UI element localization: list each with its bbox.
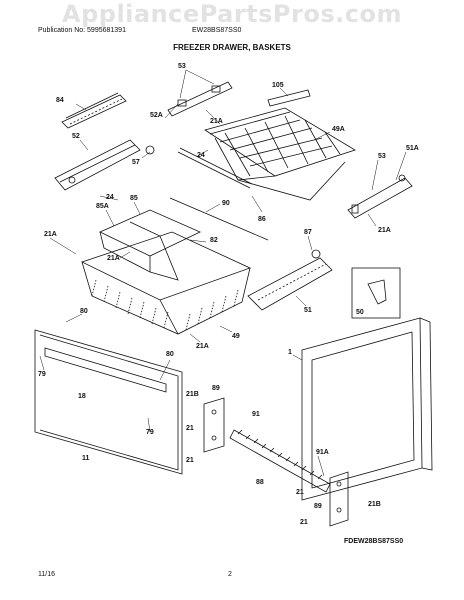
label-21a-top: 21A [210, 118, 223, 125]
part-bar-105 [267, 89, 311, 107]
label-21-upper: 21 [186, 425, 194, 432]
label-91a: 91A [316, 449, 329, 456]
label-24-upper: 24 [197, 152, 205, 159]
part-rod-90 [169, 197, 269, 241]
label-57: 57 [132, 159, 140, 166]
label-79-left: 79 [38, 371, 46, 378]
footer-date: 11/16 [38, 571, 55, 578]
label-87: 87 [304, 229, 312, 236]
label-51a: 51A [406, 145, 419, 152]
label-21-bottom: 21 [300, 519, 308, 526]
page-title: FREEZER DRAWER, BASKETS [173, 43, 291, 52]
label-21a-bottom: 21A [196, 343, 209, 350]
part-box-50 [351, 267, 401, 319]
part-main-basket-49 [80, 231, 252, 335]
page-number: 2 [228, 571, 232, 578]
label-89-lower: 89 [314, 503, 322, 510]
label-21-lower: 21 [296, 489, 304, 496]
label-11: 11 [82, 455, 90, 462]
label-105: 105 [272, 82, 284, 89]
label-53-right: 53 [378, 153, 386, 160]
label-21a-right: 21A [378, 227, 391, 234]
label-51: 51 [304, 307, 312, 314]
publication-number: Publication No: 5995681391 [38, 27, 126, 34]
label-52a: 52A [150, 112, 163, 119]
label-49a: 49A [332, 126, 345, 133]
label-1: 1 [288, 349, 292, 356]
part-slide-51 [247, 249, 333, 311]
part-insert-85 [99, 209, 201, 281]
label-18: 18 [78, 393, 86, 400]
label-49: 49 [232, 333, 240, 340]
label-21a-left: 21A [44, 231, 57, 238]
label-52: 52 [72, 133, 80, 140]
label-88: 88 [256, 479, 264, 486]
part-rail-84 [61, 92, 127, 129]
label-79-right: 79 [146, 429, 154, 436]
label-21-mid: 21 [186, 457, 194, 464]
label-50: 50 [356, 309, 364, 316]
part-bracket-52a [167, 81, 233, 117]
label-21b-upper: 21B [186, 391, 199, 398]
part-bracket-89-right [329, 471, 349, 527]
label-24-lower: 24 [106, 194, 114, 201]
label-85: 85 [130, 195, 138, 202]
leader-lines [39, 69, 407, 477]
label-53: 53 [178, 63, 186, 70]
label-91: 91 [252, 411, 260, 418]
label-90: 90 [222, 200, 230, 207]
part-rack-88 [229, 429, 331, 493]
figure-id: FDEW28BS87SS0 [344, 538, 404, 545]
part-rod-24 [177, 147, 253, 189]
label-89-upper: 89 [212, 385, 220, 392]
part-gasket-panel-1 [301, 317, 433, 501]
part-slide-51a [347, 174, 413, 219]
label-84: 84 [56, 97, 64, 104]
label-21a-inner: 21A [107, 255, 120, 262]
part-bracket-89 [203, 397, 225, 453]
model-number: EW28BS87SS0 [192, 27, 242, 34]
part-wire-basket-49a [204, 107, 356, 201]
part-labels: 53 105 84 52A 21A 49A 52 57 24 53 51A 24… [38, 63, 419, 526]
label-86: 86 [258, 216, 266, 223]
part-drawer-front-11 [34, 329, 183, 475]
label-21b-lower: 21B [368, 501, 381, 508]
label-80-lower: 80 [166, 351, 174, 358]
label-80-upper: 80 [80, 308, 88, 315]
label-82: 82 [210, 237, 218, 244]
part-slide-52 [54, 139, 155, 191]
label-85a: 85A [96, 203, 109, 210]
